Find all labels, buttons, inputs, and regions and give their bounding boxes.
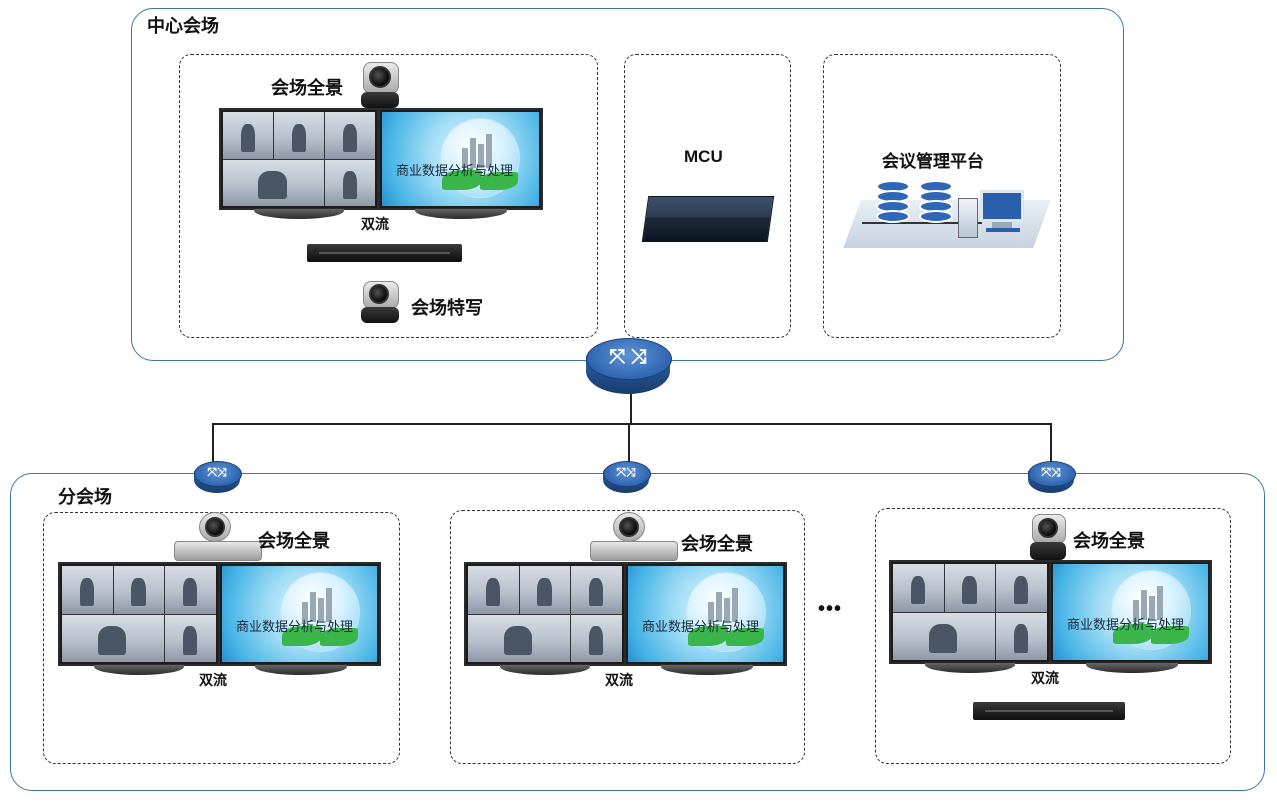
branch3-ptz-camera-icon	[1028, 514, 1068, 562]
management-platform-label: 会议管理平台	[882, 152, 984, 171]
branch-camera-head-icon	[197, 512, 231, 552]
center-codec-device	[307, 244, 462, 262]
center-terminal-group	[179, 54, 598, 338]
branch2-drop-line	[628, 423, 630, 469]
branch2-video-monitor	[464, 562, 626, 666]
branch3-screen-text: 商业数据分析与处理	[1067, 617, 1185, 632]
platform-link-line	[862, 222, 982, 224]
closeup-camera-icon	[359, 279, 401, 325]
core-router-icon: ⤧ ⤨	[586, 338, 672, 396]
branch3-content-monitor: 商业数据分析与处理	[1049, 560, 1212, 664]
branch2-content-monitor-stand	[661, 665, 753, 675]
branch1-video-monitor-stand	[94, 665, 184, 675]
branch2-content-monitor: 商业数据分析与处理	[624, 562, 787, 666]
branch-site-3	[875, 508, 1231, 764]
center-content-monitor: 商业数据分析与处理	[378, 108, 543, 210]
branch-camera-head-icon	[611, 512, 645, 552]
computer-icon	[958, 190, 1028, 238]
core-uplink-line	[630, 388, 632, 424]
branch2-panorama-label: 会场全景	[681, 534, 753, 554]
branch3-video-monitor-stand	[925, 663, 1015, 673]
branch1-screen-text: 商业数据分析与处理	[236, 619, 354, 634]
branch-site-2	[450, 510, 805, 764]
branch-camera-icon	[590, 541, 678, 561]
center-video-monitor	[219, 108, 379, 210]
branch3-video-monitor	[889, 560, 1051, 664]
branch3-codec-device	[973, 702, 1125, 720]
branch3-panorama-label: 会场全景	[1073, 531, 1145, 551]
center-screen-text: 商业数据分析与处理	[396, 163, 514, 178]
ptz-camera-icon	[359, 60, 401, 110]
branch2-dual-stream-label: 双流	[605, 672, 633, 688]
distribution-bus-line	[212, 423, 1052, 425]
center-content-monitor-stand	[415, 209, 507, 219]
branch1-dual-stream-label: 双流	[199, 672, 227, 688]
center-video-monitor-stand	[254, 209, 344, 219]
branch3-dual-stream-label: 双流	[1031, 670, 1059, 686]
database-icon	[876, 180, 910, 223]
branch1-panorama-label: 会场全景	[258, 531, 330, 551]
mcu-label: MCU	[684, 147, 723, 166]
branch1-video-monitor	[58, 562, 220, 666]
branch-venue-title: 分会场	[58, 487, 112, 507]
mcu-server-icon	[641, 196, 775, 242]
center-closeup-label: 会场特写	[411, 298, 483, 318]
branch3-drop-line	[1050, 423, 1052, 469]
database-icon	[919, 180, 953, 223]
center-panorama-label: 会场全景	[271, 78, 343, 98]
center-dual-stream-label: 双流	[361, 216, 389, 232]
management-platform-group	[823, 54, 1061, 338]
more-sites-ellipsis: •••	[818, 598, 843, 620]
branch-router-icon: ⤧⤨	[194, 461, 242, 495]
mcu-group	[624, 54, 791, 338]
branch2-screen-text: 商业数据分析与处理	[642, 619, 760, 634]
branch3-content-monitor-stand	[1086, 663, 1178, 673]
branch-router-icon: ⤧⤨	[603, 461, 651, 495]
branch1-content-monitor: 商业数据分析与处理	[218, 562, 381, 666]
center-venue-title: 中心会场	[147, 16, 219, 36]
branch1-content-monitor-stand	[255, 665, 347, 675]
branch1-drop-line	[212, 423, 214, 469]
branch-router-icon: ⤧⤨	[1028, 461, 1076, 495]
branch2-video-monitor-stand	[500, 665, 590, 675]
